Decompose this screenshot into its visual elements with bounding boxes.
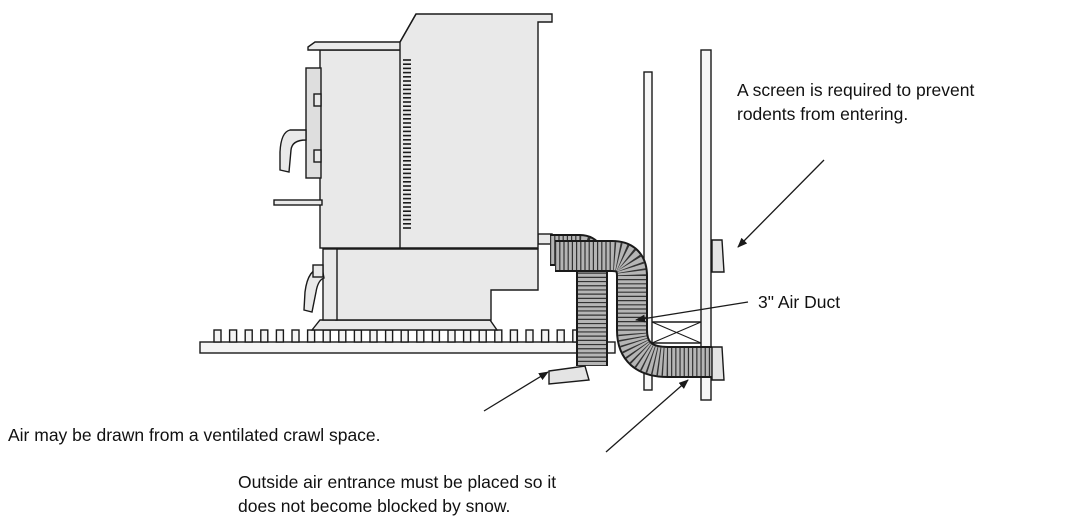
snow-note-line-1: Outside air entrance must be placed so i… — [238, 472, 557, 492]
crawl-arrow — [483, 371, 549, 412]
floor-joist — [556, 329, 565, 343]
floor-joist — [213, 329, 222, 343]
duct-label: 3" Air Duct — [758, 292, 841, 312]
crawl-space-cap-icon — [548, 365, 590, 385]
floor-joist — [540, 329, 550, 343]
floor-joist — [228, 329, 238, 343]
floor-joist — [260, 329, 269, 343]
floor-joist — [525, 329, 534, 343]
floor-joist — [416, 329, 425, 343]
stove-body — [399, 13, 553, 249]
door-handle-icon — [279, 129, 307, 173]
wall-outer-stud — [700, 49, 712, 401]
stove-shelf — [273, 199, 323, 206]
screen-note-line-2: rodents from entering. — [737, 104, 909, 124]
floor-joist — [400, 329, 409, 343]
wall-inner-stud — [643, 71, 653, 391]
floor-joist — [291, 329, 300, 343]
stove-vents — [403, 59, 411, 229]
crawl-space-note: Air may be drawn from a ventilated crawl… — [8, 425, 381, 445]
screen-arrow — [737, 159, 825, 248]
floor-joist — [244, 329, 253, 343]
lower-screen-cap-icon — [711, 346, 725, 381]
floor-joist — [275, 329, 285, 343]
floor-joist — [462, 329, 472, 343]
leader-lines — [483, 159, 825, 453]
snow-arrow — [605, 379, 689, 453]
floor-joist — [478, 329, 487, 343]
floor-joist — [369, 329, 378, 343]
floor-joist — [322, 329, 331, 343]
upper-screen-cap-icon — [711, 239, 725, 273]
air-ducts — [550, 234, 712, 378]
floor-joist — [447, 329, 456, 343]
stove-rear-stub — [537, 233, 553, 245]
wall — [643, 49, 712, 401]
floor-joist — [338, 329, 347, 343]
floor-joist — [509, 329, 519, 343]
snow-note: Outside air entrance must be placed so i… — [238, 470, 556, 518]
stove — [273, 13, 553, 331]
floor-joist — [306, 329, 316, 343]
floor — [199, 329, 616, 354]
stove-door — [319, 49, 403, 249]
floor-joist — [431, 329, 441, 343]
outside-air-duct — [555, 240, 712, 378]
floor-joist — [353, 329, 363, 343]
stove-ash-drawer — [335, 248, 539, 321]
duct-caps — [548, 239, 725, 385]
screen-note: A screen is required to prevent rodents … — [737, 78, 974, 126]
duct-arrow — [635, 301, 749, 323]
floor-joist — [384, 329, 394, 343]
stove-top — [307, 41, 406, 51]
stove-pedestal — [310, 319, 499, 331]
floor-joists — [213, 329, 597, 343]
floor-joist — [494, 329, 503, 343]
snow-note-line-2: does not become blocked by snow. — [238, 496, 511, 516]
screen-note-line-1: A screen is required to prevent — [737, 80, 975, 100]
